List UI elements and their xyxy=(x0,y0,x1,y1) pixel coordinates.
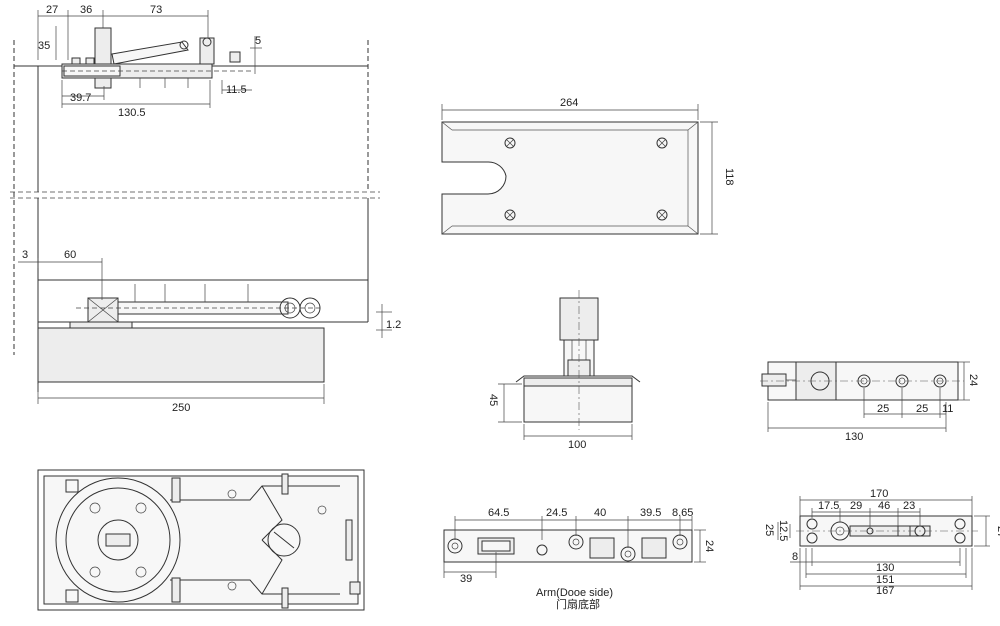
dim-27: 27 xyxy=(46,4,58,16)
top-plate-view: 264 118 xyxy=(441,97,735,235)
dim-23: 23 xyxy=(903,500,915,512)
dim-24-5: 24.5 xyxy=(546,507,567,519)
dim-12-5: 12.5 xyxy=(777,520,789,541)
dim-36: 36 xyxy=(80,4,92,16)
dim-8: 8 xyxy=(792,551,798,563)
dim-35: 35 xyxy=(38,40,50,52)
dim-250: 250 xyxy=(172,402,190,414)
dim-60: 60 xyxy=(64,249,76,261)
dim-130-5: 130.5 xyxy=(118,107,146,119)
arm-top-view: 24 25 25 11 130 xyxy=(760,361,979,443)
bottom-plate-view: 170 17.5 29 46 23 25 12.5 27 8 130 151 1… xyxy=(763,488,1000,597)
dim-27: 27 xyxy=(995,526,1000,538)
dim-64-5: 64.5 xyxy=(488,507,509,519)
dim-39-7: 39.7 xyxy=(70,92,91,104)
dim-8-65: 8.65 xyxy=(672,507,693,519)
dim-39-5: 39.5 xyxy=(640,507,661,519)
top-side-view: 27 36 73 35 5 39.7 130.5 11.5 xyxy=(10,4,380,355)
dim-29: 29 xyxy=(850,500,862,512)
dim-170: 170 xyxy=(870,488,888,500)
dim-1-2: 1.2 xyxy=(386,319,401,331)
dim-264: 264 xyxy=(560,97,578,109)
dim-25-plate: 25 xyxy=(763,524,775,536)
dim-24-arm: 24 xyxy=(967,374,979,386)
dim-5: 5 xyxy=(255,35,261,47)
dim-40: 40 xyxy=(594,507,606,519)
dim-46: 46 xyxy=(878,500,890,512)
dim-39: 39 xyxy=(460,573,472,585)
dim-118: 118 xyxy=(723,168,735,186)
body-top-view xyxy=(37,469,365,611)
dim-45: 45 xyxy=(487,394,499,406)
dim-25-a: 25 xyxy=(877,403,889,415)
dim-100: 100 xyxy=(568,439,586,451)
spindle-side-view: 45 100 xyxy=(487,290,641,451)
dim-25-b: 25 xyxy=(916,403,928,415)
arm-caption-cn: 门扇底部 xyxy=(556,597,600,611)
dim-11-5: 11.5 xyxy=(226,84,247,96)
dim-17-5: 17.5 xyxy=(818,500,839,512)
dim-3: 3 xyxy=(22,249,28,261)
dim-151: 151 xyxy=(876,574,894,586)
dim-11: 11 xyxy=(942,403,953,415)
dim-130-plate: 130 xyxy=(876,562,894,574)
dim-167: 167 xyxy=(876,585,894,597)
dim-24-door: 24 xyxy=(703,540,715,552)
dim-73: 73 xyxy=(150,4,162,16)
dim-130-arm: 130 xyxy=(845,431,863,443)
arm-door-side-view: 64.5 24.5 40 39.5 8.65 24 39 Arm(Dooe si… xyxy=(443,507,715,611)
arm-caption: Arm(Dooe side) xyxy=(536,587,613,599)
body-front-view: 3 60 1.2 250 xyxy=(18,198,401,414)
